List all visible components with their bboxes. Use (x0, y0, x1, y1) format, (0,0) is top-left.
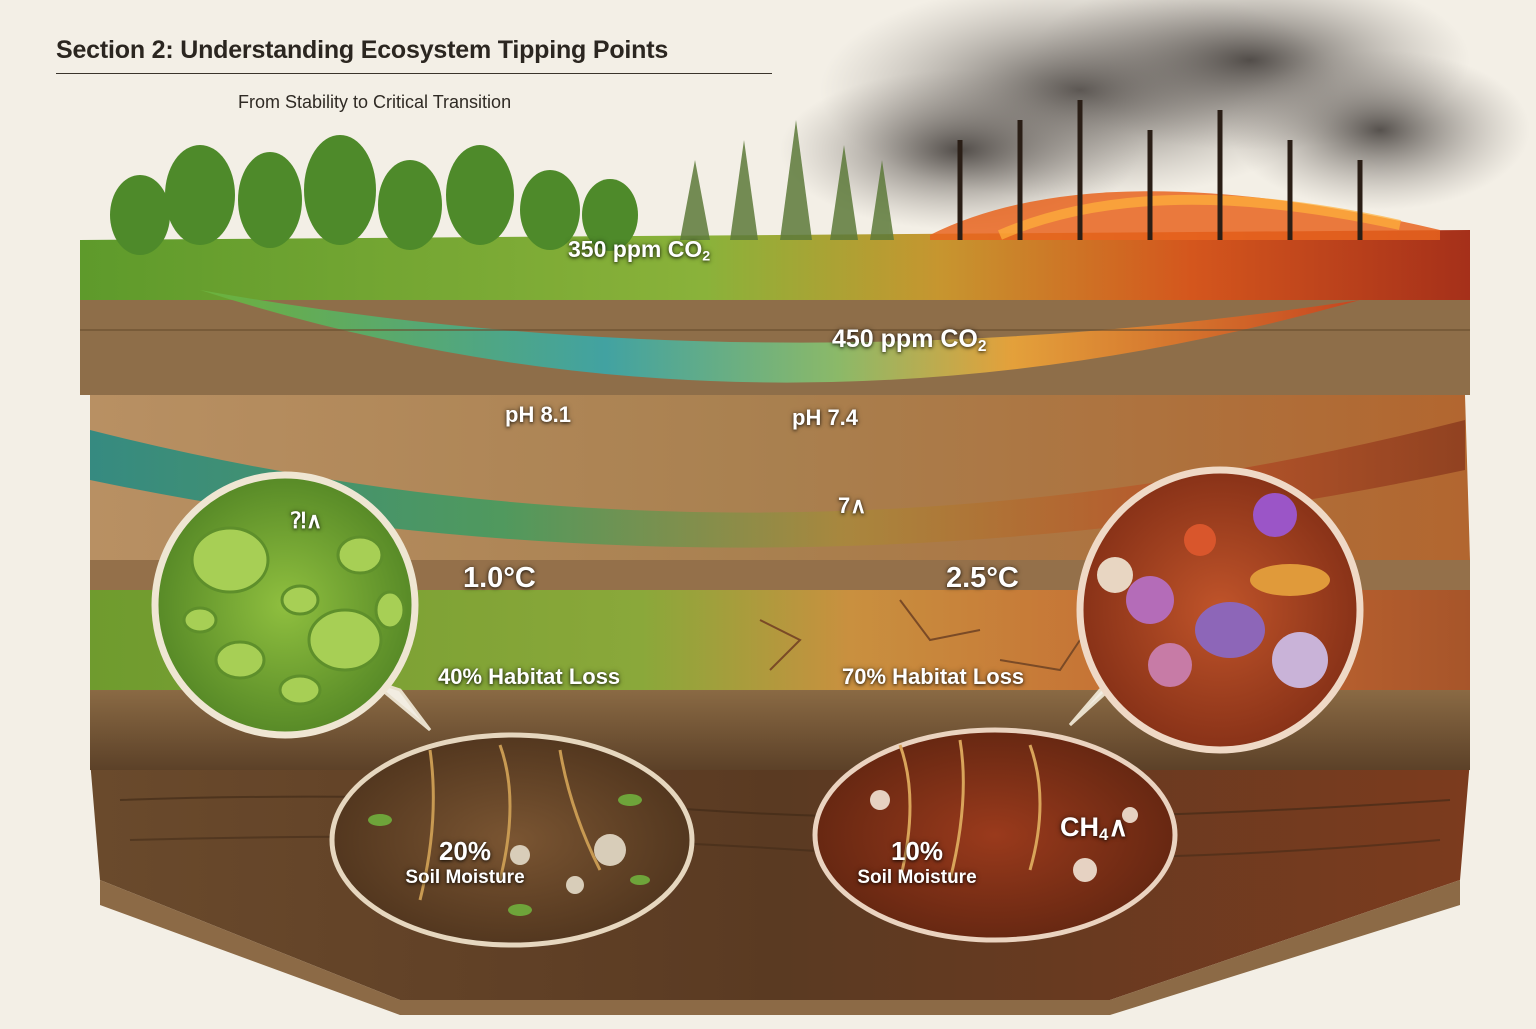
healthy-soil-oval (329, 732, 695, 948)
transition-forest (680, 120, 894, 240)
healthy-microbe-lens (151, 471, 432, 739)
soil-moisture-high-label: Soil Moisture (857, 867, 977, 888)
co2-low-label: 350 ppm CO2 (568, 236, 711, 265)
temperature-high-label: 2.5°C (946, 562, 1019, 594)
page-subtitle: From Stability to Critical Transition (238, 92, 512, 112)
soil-moisture-high-value: 10% (890, 836, 944, 866)
microbe-mark-left: ⁈∧ (290, 508, 323, 533)
smoke-cloud (780, 0, 1530, 230)
microbe-mark-right: 7∧ (838, 493, 867, 518)
soil-moisture-high: 10% Soil Moisture (832, 836, 1002, 889)
soil-moisture-low-label: Soil Moisture (405, 867, 525, 888)
habitat-loss-high-label: 70% Habitat Loss (842, 664, 1025, 689)
healthy-forest (110, 135, 638, 255)
ph-high-label: pH 7.4 (792, 405, 859, 430)
methane-label: CH4∧ (1060, 812, 1129, 845)
soil-moisture-low-value: 20% (438, 836, 492, 866)
stressed-microbe-lens (1068, 466, 1364, 754)
burning-forest (930, 100, 1440, 240)
soil-moisture-low: 20% Soil Moisture (385, 836, 545, 889)
top-layer (80, 230, 1470, 395)
co2-high-label: 450 ppm CO2 (832, 325, 987, 355)
temperature-low-label: 1.0°C (463, 562, 536, 594)
soil-block (90, 760, 1470, 1015)
page-title: Section 2: Understanding Ecosystem Tippi… (56, 36, 772, 74)
habitat-loss-low-label: 40% Habitat Loss (438, 664, 621, 689)
ph-low-label: pH 8.1 (505, 402, 572, 427)
stressed-soil-oval (812, 727, 1178, 943)
